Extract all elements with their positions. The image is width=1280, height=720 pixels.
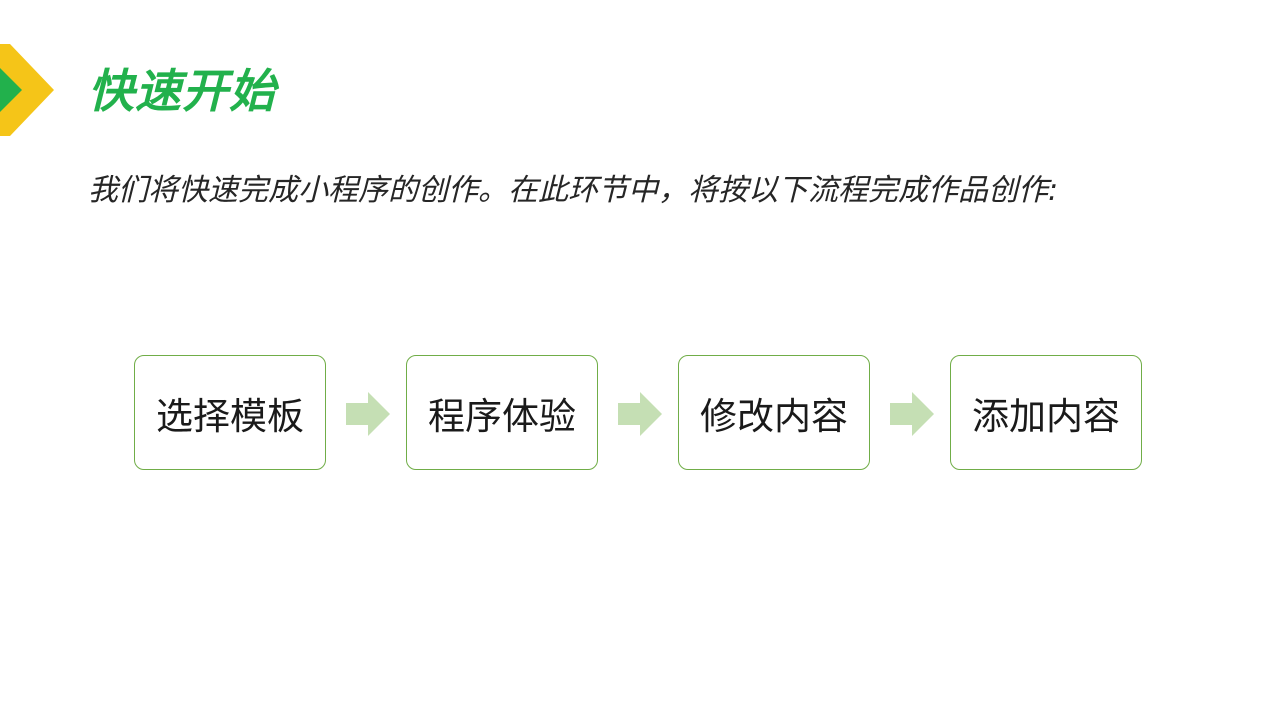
process-flow: 选择模板 程序体验 修改内容 添加内容 bbox=[134, 355, 1146, 473]
intro-text: 我们将快速完成小程序的创作。在此环节中，将按以下流程完成作品创作: bbox=[88, 173, 1059, 208]
arrow-right-icon bbox=[346, 392, 390, 436]
arrow-right-icon bbox=[618, 392, 662, 436]
step-modify-content: 修改内容 bbox=[678, 355, 870, 470]
chevron-decoration-icon bbox=[0, 44, 54, 136]
step-select-template: 选择模板 bbox=[134, 355, 326, 470]
step-program-experience: 程序体验 bbox=[406, 355, 598, 470]
step-add-content: 添加内容 bbox=[950, 355, 1142, 470]
arrow-right-icon bbox=[890, 392, 934, 436]
page-title: 快速开始 bbox=[88, 64, 276, 118]
